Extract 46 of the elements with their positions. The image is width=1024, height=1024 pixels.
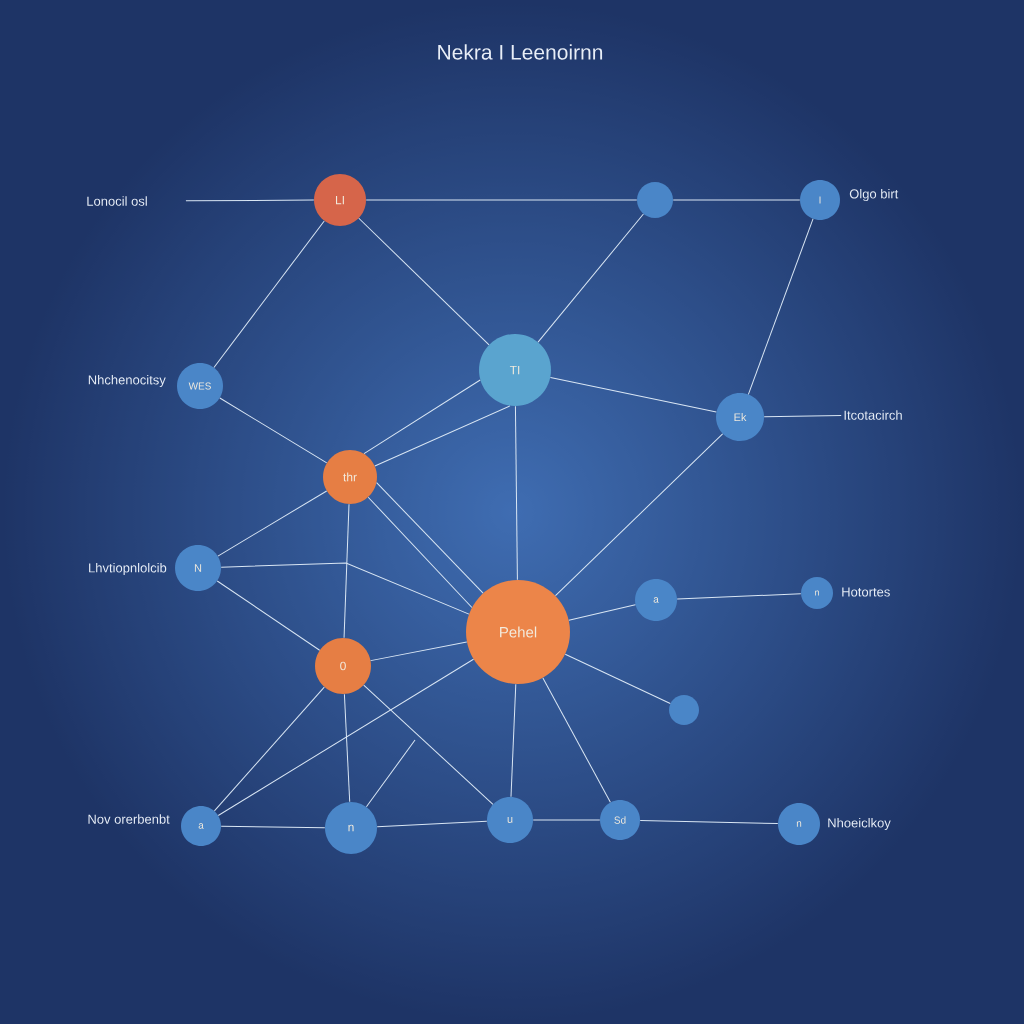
connector-line	[537, 213, 644, 343]
node-label: Lhvtiopnlolcib	[89, 562, 167, 576]
text-label: Lonocil osl	[87, 196, 147, 206]
connector-line	[220, 562, 470, 615]
node-label: Nhchenocitsy	[88, 374, 166, 388]
connector-line	[676, 593, 802, 600]
connector-line	[376, 482, 484, 594]
text-label: Itcotacirch	[844, 410, 902, 420]
connector-line	[564, 653, 671, 705]
connector-line	[568, 604, 636, 621]
connector-line	[219, 397, 328, 464]
connector-line	[542, 677, 611, 803]
node-circle	[669, 695, 699, 725]
connector-line	[185, 199, 315, 202]
connector-line	[213, 220, 325, 368]
connector-line	[747, 218, 814, 395]
connector-line	[374, 405, 511, 467]
connector-line	[220, 825, 326, 829]
node-label: Olgo birt	[849, 188, 899, 202]
connector-line	[363, 684, 494, 805]
connector-line	[672, 199, 801, 201]
title: Nekra I Leenoirnn	[438, 44, 603, 60]
connector-line	[763, 415, 842, 418]
connector-line	[367, 496, 473, 608]
node-label: Nov orerbenbt	[88, 814, 170, 824]
connector-line	[370, 641, 468, 662]
connector-line	[358, 217, 490, 346]
connector-line	[555, 433, 724, 597]
connector-line	[376, 820, 488, 828]
connector-line	[532, 819, 601, 821]
connector-line	[639, 819, 779, 825]
connector-line	[343, 693, 351, 803]
connector-line	[365, 739, 416, 808]
connector-line	[216, 580, 321, 651]
node-label: Hotortes	[842, 587, 890, 597]
connector-line	[510, 683, 517, 798]
connector-line	[343, 503, 350, 639]
connector-line	[217, 658, 474, 816]
connector-line	[217, 490, 328, 557]
connector-line	[514, 405, 518, 581]
node-circle	[637, 182, 673, 218]
connector-line	[549, 376, 717, 413]
connector-line	[365, 199, 638, 201]
connector-line	[363, 379, 481, 455]
node-label: Nhoeiclkoy	[828, 817, 891, 831]
connector-line	[213, 686, 325, 812]
